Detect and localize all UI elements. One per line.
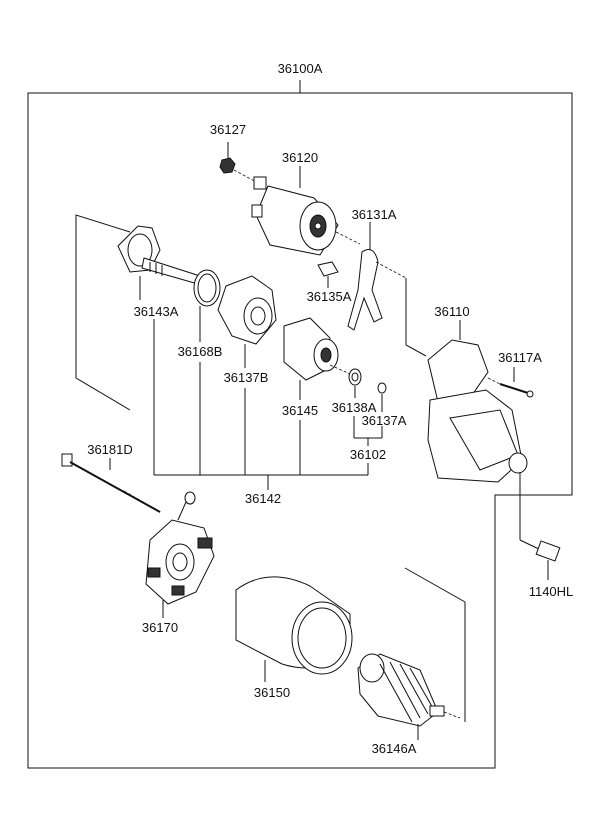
label-36135A: 36135A	[307, 289, 352, 304]
screw-36117A-icon	[487, 367, 534, 398]
guide-lines	[75, 214, 466, 722]
clip-36137A-icon	[377, 382, 387, 412]
front-housing-36110-icon	[427, 320, 528, 540]
label-36170: 36170	[142, 620, 178, 635]
label-36138A: 36138A	[332, 400, 377, 415]
label-36100A: 36100A	[278, 61, 323, 76]
assembly-boundary	[27, 80, 573, 769]
label-36181D: 36181D	[87, 442, 133, 457]
label-36117A: 36117A	[498, 350, 542, 365]
label-36131A: 36131A	[352, 207, 397, 222]
label-36143A: 36143A	[134, 304, 179, 319]
washer-36138A-icon	[329, 364, 362, 398]
label-36137B: 36137B	[224, 370, 269, 385]
armature-36146A-icon	[357, 653, 461, 740]
yoke-36150-icon	[235, 576, 353, 682]
through-bolt-36181D-icon	[61, 453, 161, 513]
housing-36137B-icon	[217, 275, 277, 368]
label-1140HL: 1140HL	[529, 584, 574, 599]
pinion-36145-icon	[283, 317, 339, 400]
part-labels: 36100A 36127 36120 36131A 36135A 36143A …	[87, 61, 573, 756]
label-36110: 36110	[434, 304, 469, 319]
label-36127: 36127	[210, 122, 246, 137]
label-36168B: 36168B	[178, 344, 223, 359]
solenoid-36120-icon	[251, 166, 361, 256]
label-36120: 36120	[282, 150, 318, 165]
ring-36168B-icon	[193, 269, 221, 342]
kit-36142-bracket	[153, 319, 369, 490]
nut-36127-icon	[219, 142, 259, 184]
label-36142: 36142	[245, 491, 281, 506]
label-36145: 36145	[282, 403, 318, 418]
bolt-1140HL-icon	[519, 539, 561, 580]
lever-36131A-icon	[347, 222, 427, 357]
brush-holder-36170-icon	[145, 491, 215, 618]
kit-36102-bracket	[353, 416, 383, 446]
cap-36135A-icon	[317, 261, 339, 288]
shaft-36143A-icon	[117, 225, 201, 300]
label-36137A: 36137A	[362, 413, 407, 428]
label-36146A: 36146A	[372, 741, 417, 756]
label-36150: 36150	[254, 685, 290, 700]
label-36102: 36102	[350, 447, 386, 462]
